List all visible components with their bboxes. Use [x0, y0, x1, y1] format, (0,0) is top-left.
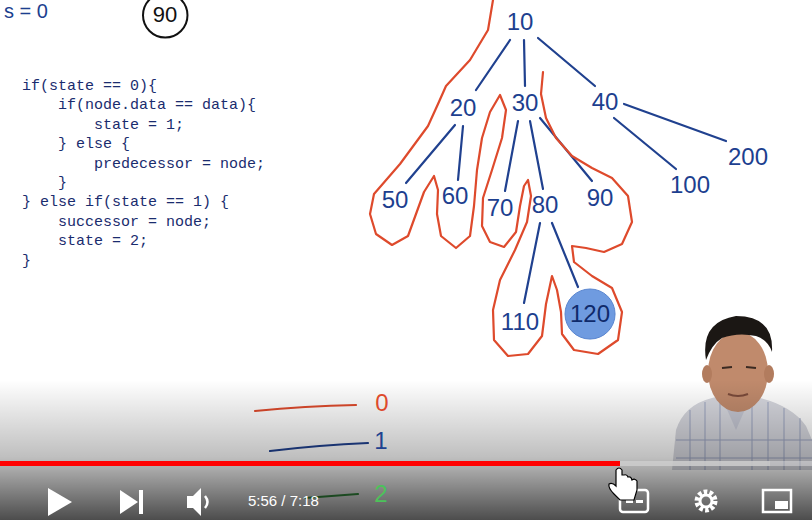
next-icon: [120, 490, 138, 514]
player-controls: [48, 488, 791, 516]
legend-text: 1: [374, 427, 387, 454]
tree-value: 50: [382, 186, 409, 214]
settings-icon: [697, 492, 715, 510]
highlighted-node: 120: [564, 288, 616, 340]
next-bar: [139, 490, 143, 514]
progress-track: [0, 461, 812, 466]
tree-value: 40: [592, 88, 619, 116]
code-line: if(state == 0){: [22, 78, 157, 95]
play-icon: [48, 488, 72, 516]
node-value: 120: [570, 301, 610, 327]
node-value: 90: [153, 3, 177, 27]
legend-text: 2: [374, 480, 387, 507]
node-circle: [143, 0, 187, 37]
legend-entry: 1: [374, 428, 387, 454]
tree-value: 60: [442, 182, 469, 210]
circled-number: 90: [142, 0, 188, 38]
code-line: if(node.data == data){: [22, 97, 256, 114]
tree-value: 200: [728, 143, 768, 171]
progress-buffer: [0, 461, 770, 466]
tree-value: 30: [512, 89, 539, 117]
node-circle: [565, 289, 615, 339]
code-line: state = 1;: [22, 117, 184, 134]
progress-played: [0, 461, 620, 466]
code-line: } else {: [22, 136, 130, 153]
code-line: state = 2;: [22, 233, 148, 250]
code-line: }: [22, 175, 67, 192]
tree-value: 100: [670, 171, 710, 199]
code-line: successor = node;: [22, 214, 211, 231]
video-time: 5:56 / 7:18: [248, 492, 319, 509]
legend-text: 0: [375, 389, 388, 416]
legend-entry: 2: [374, 481, 387, 507]
code-line: }: [22, 253, 31, 270]
tree-value: 10: [507, 8, 534, 36]
tree-value: 20: [450, 94, 477, 122]
volume-icon: [187, 488, 201, 516]
code-line: } else if(state == 1) {: [22, 194, 229, 211]
handwritten-note: s = 0: [4, 0, 48, 23]
legend-entry: 0: [375, 390, 388, 416]
player-shade: [0, 380, 812, 520]
tree-value: 90: [587, 184, 614, 212]
tree-value: 110: [501, 308, 539, 336]
tree-value: 80: [532, 191, 559, 219]
miniplayer-icon: [763, 490, 791, 512]
euler-tour-contour: [370, 0, 632, 356]
hand-cursor: [609, 468, 637, 500]
tree-value: 70: [487, 194, 514, 222]
code-line: predecessor = node;: [22, 156, 265, 173]
